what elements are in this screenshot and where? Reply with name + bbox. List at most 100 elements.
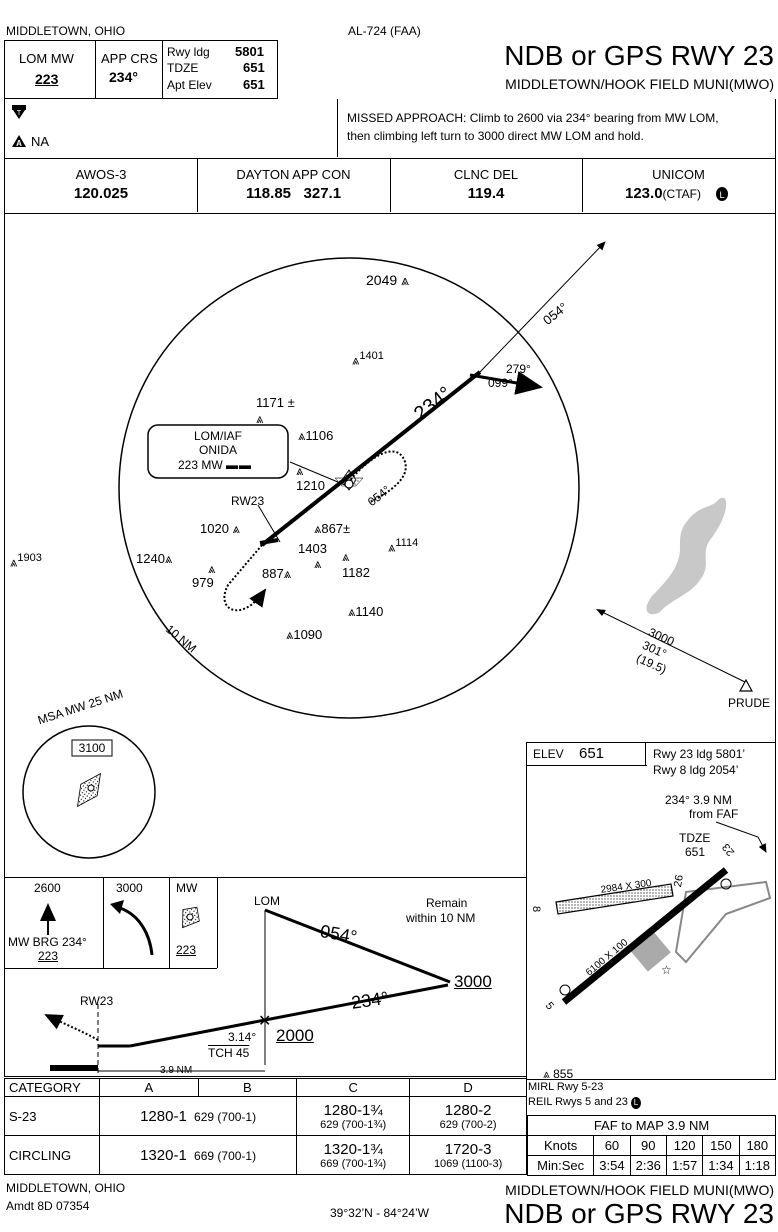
- msa-alt-box: [71, 739, 113, 757]
- apron-block: [629, 930, 671, 972]
- hold-outbound-label: 099°: [488, 376, 513, 390]
- lom-frequency: 223: [35, 71, 59, 87]
- profile-remain-2: within 10 NM: [406, 911, 476, 925]
- airport-name: MIDDLETOWN/HOOK FIELD MUNI(MWO): [505, 76, 774, 92]
- rw23-leader: [257, 504, 281, 543]
- apt-elev-value: 651: [243, 77, 265, 92]
- rwy-ldg-value: 5801: [235, 44, 264, 59]
- comm-approach-label: DAYTON APP CON: [236, 167, 351, 182]
- obstacle-1171: 1171 ±: [256, 395, 295, 410]
- ten-nm-ring: [118, 257, 580, 719]
- timing-knots: 60: [593, 1135, 631, 1156]
- footer-coords: 39°32’N - 84°24’W: [330, 1206, 429, 1220]
- obstacle-1106: ⩓1106: [298, 428, 334, 443]
- take-off-minimums-icon: T: [12, 105, 26, 119]
- profile-remain: Remain: [426, 896, 468, 910]
- final-approach-course-line: [260, 370, 482, 547]
- obstacle-icon-b: ⩓: [314, 556, 322, 571]
- obstacle-1140: ⩓1140: [348, 604, 384, 619]
- alternate-minimums-icon: A: [12, 135, 26, 148]
- alternate-na: NA: [31, 134, 50, 149]
- hold-inbound-label: 279°: [506, 362, 531, 376]
- msa-rose-icon: [77, 772, 101, 808]
- tdze-label-diagram: TDZE: [679, 831, 711, 845]
- obstacle-1210-icon: ⩓: [296, 463, 304, 478]
- outbound-extension-line: [479, 241, 606, 373]
- tdze-label: TDZE: [167, 61, 199, 75]
- tdze-value: 651: [243, 60, 265, 75]
- approach-title: NDB or GPS RWY 23: [504, 40, 774, 71]
- obstacle-855: ⩓ 855: [543, 1067, 574, 1081]
- airport-drawing: ☆: [555, 821, 772, 1005]
- mini-turn-alt: 3000: [116, 881, 143, 895]
- min-header-b: B: [197, 1078, 298, 1097]
- elev-value: 651: [579, 745, 605, 762]
- footer-city: MIDDLETOWN, OHIO: [6, 1181, 126, 1195]
- svg-text:A: A: [16, 139, 22, 148]
- obstacle-1903: ⩓1903: [10, 552, 42, 570]
- mini-hold-label: MW: [176, 881, 198, 895]
- footer-title: NDB or GPS RWY 23: [504, 1198, 774, 1229]
- mini-climb-freq: 223: [38, 949, 59, 963]
- timing-knots: 90: [629, 1135, 667, 1156]
- obstacle-1401: ⩓1401: [352, 350, 384, 368]
- timing-time: 2:36: [629, 1155, 667, 1176]
- lom-box-freq: 223 MW ▬▬: [178, 458, 253, 472]
- lake-shape: [646, 497, 727, 615]
- comm-awos-label: AWOS-3: [75, 167, 127, 182]
- min-ab-cell: 1320-1 669 (700-1): [98, 1135, 298, 1175]
- rw23-label: RW23: [231, 494, 265, 508]
- procedure-id: AL-724 (FAA): [348, 24, 421, 38]
- min-ab-cell: 1280-1 629 (700-1): [98, 1096, 298, 1136]
- briefing-strip: T A NA MISSED APPROACH: Climb to 2600 vi…: [4, 99, 776, 159]
- hold-inbound-line: [469, 371, 543, 395]
- feeder-route-line: [597, 609, 746, 683]
- comm-clnc-label: CLNC DEL: [453, 167, 519, 182]
- obstacle-1240: 1240⩓: [136, 551, 173, 566]
- min-header-c: C: [296, 1078, 411, 1097]
- timing-time: 1:57: [665, 1155, 704, 1176]
- missed-approach-path: [223, 544, 267, 612]
- lom-box-title: LOM/IAF: [193, 429, 242, 443]
- lighting-note-1: MIRL Rwy 5-23: [528, 1081, 604, 1093]
- comm-unicom-freq: 123.0(CTAF): [625, 185, 701, 202]
- rwy-info-2: Rwy 8 ldg 2054’: [653, 763, 739, 777]
- msa-altitude: 3100: [78, 741, 106, 755]
- runway-8-26: [555, 883, 674, 915]
- timing-knots-label: Knots: [526, 1135, 595, 1156]
- obstacle-1210: 1210: [296, 478, 325, 493]
- timing-title: FAF to MAP 3.9 NM: [527, 1115, 776, 1136]
- airport-beacon-icon: ☆: [661, 963, 672, 977]
- comm-unicom-label: UNICOM: [652, 167, 705, 182]
- rwy-ldg-label: Rwy ldg: [167, 45, 210, 59]
- obstacle-979-icon: ⩓: [208, 561, 216, 576]
- timing-time-label: Min:Sec: [526, 1155, 595, 1176]
- lom-callout-box: [147, 424, 289, 479]
- comm-awos-freq: 120.025: [73, 185, 129, 202]
- pilot-controlled-lighting-icon: L: [716, 187, 728, 201]
- header-data-box: LOM MW 223 APP CRS 234° Rwy ldg 5801 TDZ…: [4, 40, 278, 99]
- timing-table: FAF to MAP 3.9 NM Knots 60 90 120 150 18…: [526, 1115, 777, 1176]
- rwy-info-1: Rwy 23 ldg 5801’: [653, 747, 746, 761]
- timing-knots: 120: [665, 1135, 704, 1156]
- feeder-fix-name: PRUDE: [728, 696, 771, 710]
- lighting-note-2: REIL Rwys 5 and 23 L: [528, 1096, 641, 1109]
- svg-text:L: L: [719, 190, 724, 200]
- obstacle-1182: 1182: [342, 565, 370, 580]
- mini-climb-alt: 2600: [34, 881, 61, 895]
- mini-climb-text: MW BRG 234°: [8, 935, 87, 949]
- tdze-value-diagram: 651: [685, 845, 706, 859]
- elev-label: ELEV: [533, 747, 564, 761]
- profile-rw-label: RW23: [80, 994, 114, 1008]
- min-row-name: CIRCLING: [4, 1135, 100, 1175]
- runway-threshold-bar: [259, 538, 279, 545]
- holding-pattern: [347, 450, 407, 503]
- obstacle-1090: ⩓1090: [286, 627, 323, 642]
- obstacle-1114: ⩓1114: [388, 537, 419, 555]
- comms-strip: AWOS-3 120.025 DAYTON APP CON 118.85 327…: [4, 159, 776, 214]
- timing-time: 3:54: [593, 1155, 631, 1176]
